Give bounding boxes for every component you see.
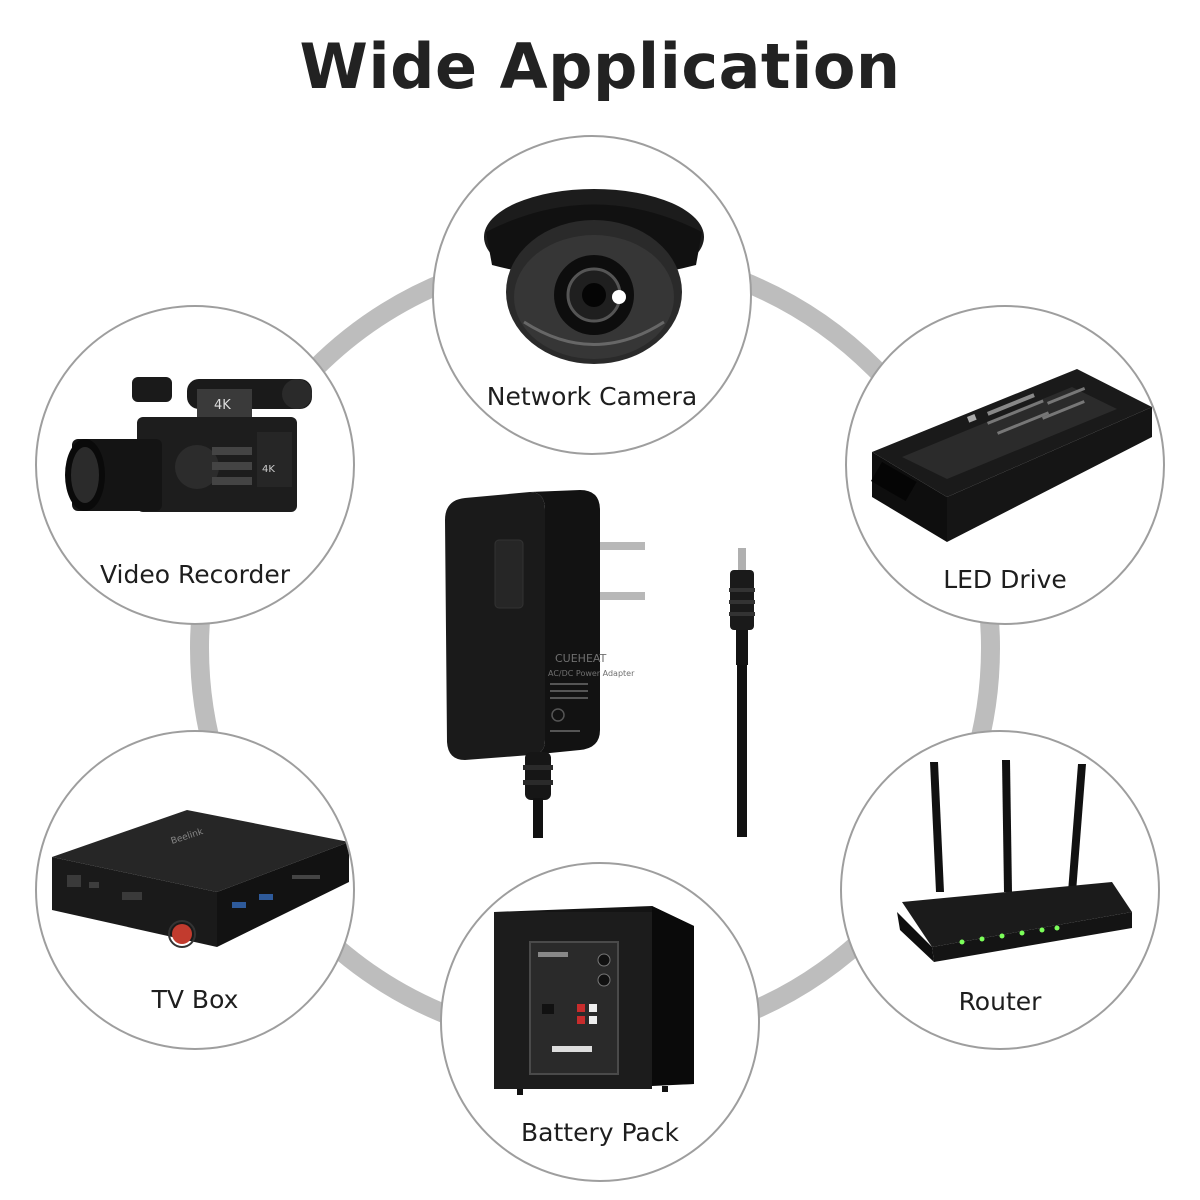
application-tv-box: Beelink TV Box [35, 730, 355, 1050]
application-label: Router [958, 987, 1042, 1016]
application-video-recorder: 4K 4K Video Recorder [35, 305, 355, 625]
application-router: Router [840, 730, 1160, 1050]
application-led-drive: LED Drive [845, 305, 1165, 625]
application-label: Battery Pack [521, 1118, 679, 1147]
page-title: Wide Application [299, 30, 901, 103]
wifi-router-icon [897, 760, 1132, 962]
adapter-text: AC/DC Power Adapter [548, 669, 635, 678]
tv-box-icon: Beelink [52, 810, 349, 948]
application-label: TV Box [151, 985, 239, 1014]
led-driver-icon [871, 369, 1152, 542]
application-label: Video Recorder [99, 560, 291, 589]
application-network-camera: Network Camera [432, 135, 752, 455]
svg-text:4K: 4K [262, 464, 275, 475]
application-battery-pack: Battery Pack [440, 862, 760, 1182]
ac-dc-power-adapter-icon: CUEHEAT AC/DC Power Adapter [445, 490, 755, 838]
subwoofer-battery-pack-icon [494, 906, 694, 1095]
camcorder-icon: 4K 4K [65, 377, 312, 512]
application-label: Network Camera [486, 382, 698, 411]
dome-camera-icon [484, 189, 704, 364]
svg-text:4K: 4K [214, 398, 231, 413]
adapter-brand: CUEHEAT [555, 652, 607, 665]
application-label: LED Drive [943, 565, 1067, 594]
